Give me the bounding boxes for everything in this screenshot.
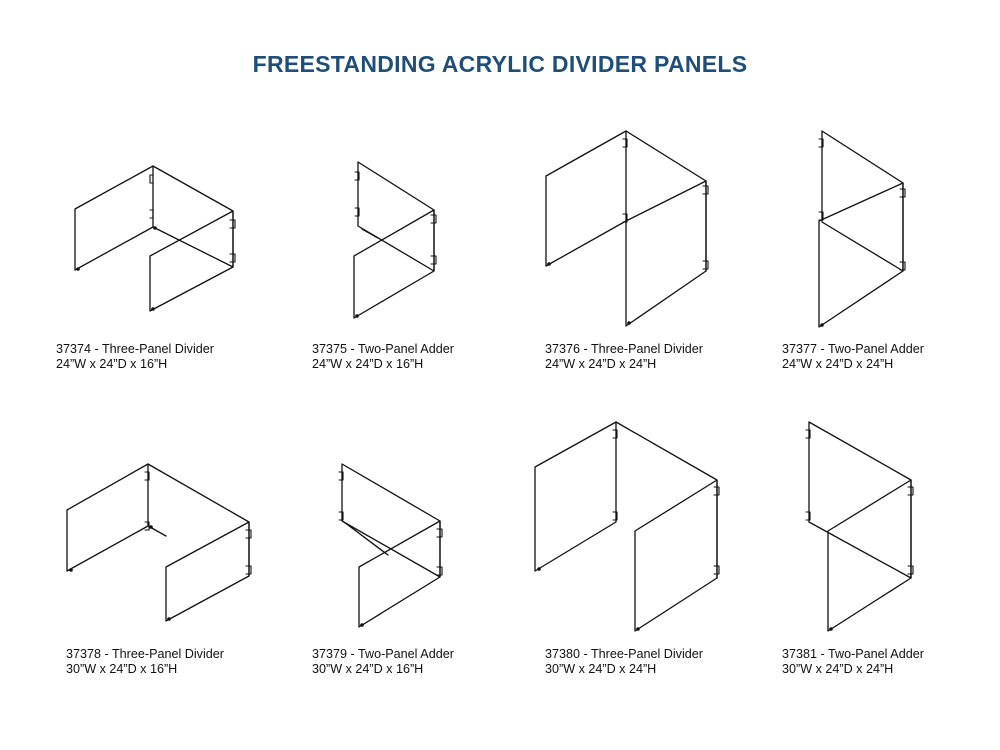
product-caption: 37381 - Two-Panel Adder 30”W x 24”D x 24… [782,647,924,677]
product-dimensions: 24”W x 24”D x 24”H [782,357,894,371]
product-name: 37379 - Two-Panel Adder [312,647,454,661]
product-dimensions: 30”W x 24”D x 24”H [782,662,894,676]
product-caption: 37378 - Three-Panel Divider 30”W x 24”D … [66,647,224,677]
product-caption: 37377 - Two-Panel Adder 24”W x 24”D x 24… [782,342,924,372]
product-name: 37380 - Three-Panel Divider [545,647,703,661]
adder-drawing-37375 [353,161,437,319]
product-dimensions: 30”W x 24”D x 24”H [545,662,657,676]
product-name: 37378 - Three-Panel Divider [66,647,224,661]
product-name: 37376 - Three-Panel Divider [545,342,703,356]
product-caption: 37375 - Two-Panel Adder 24”W x 24”D x 16… [312,342,454,372]
page-title: FREESTANDING ACRYLIC DIVIDER PANELS [252,51,748,77]
product-name: 37381 - Two-Panel Adder [782,647,924,661]
product-dimensions: 30”W x 24”D x 16”H [66,662,178,676]
divider-drawing-37380 [534,421,720,632]
product-name: 37374 - Three-Panel Divider [56,342,214,356]
adder-drawing-37381 [805,421,914,632]
product-caption: 37379 - Two-Panel Adder 30”W x 24”D x 16… [312,647,454,677]
divider-drawing-37374 [74,165,236,312]
adder-drawing-37377 [818,130,906,328]
product-name: 37377 - Two-Panel Adder [782,342,924,356]
product-caption: 37380 - Three-Panel Divider 30”W x 24”D … [545,647,703,677]
product-dimensions: 24”W x 24”D x 24”H [545,357,657,371]
product-dimensions: 24”W x 24”D x 16”H [56,357,168,371]
product-caption: 37376 - Three-Panel Divider 24”W x 24”D … [545,342,703,372]
adder-drawing-37379 [338,463,443,628]
product-dimensions: 24”W x 24”D x 16”H [312,357,424,371]
product-caption: 37374 - Three-Panel Divider 24”W x 24”D … [56,342,214,372]
product-dimensions: 30”W x 24”D x 16”H [312,662,424,676]
divider-drawing-37378 [66,463,252,622]
product-name: 37375 - Two-Panel Adder [312,342,454,356]
divider-drawing-37376 [545,130,709,327]
